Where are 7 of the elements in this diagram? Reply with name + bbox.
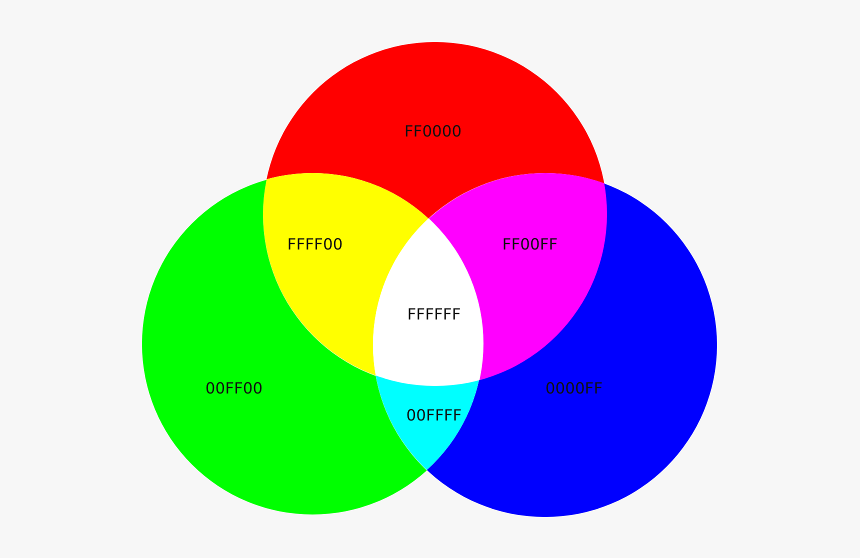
hex-code-label: 00FF00: [205, 380, 263, 398]
hex-code-label: FF0000: [404, 123, 462, 141]
hex-code-label: FFFFFF: [407, 306, 461, 324]
hex-code-label: FF00FF: [502, 236, 558, 254]
hex-code-label: 0000FF: [545, 380, 603, 398]
hex-code-label: FFFF00: [287, 236, 343, 254]
hex-code-label: 00FFFF: [406, 407, 462, 425]
